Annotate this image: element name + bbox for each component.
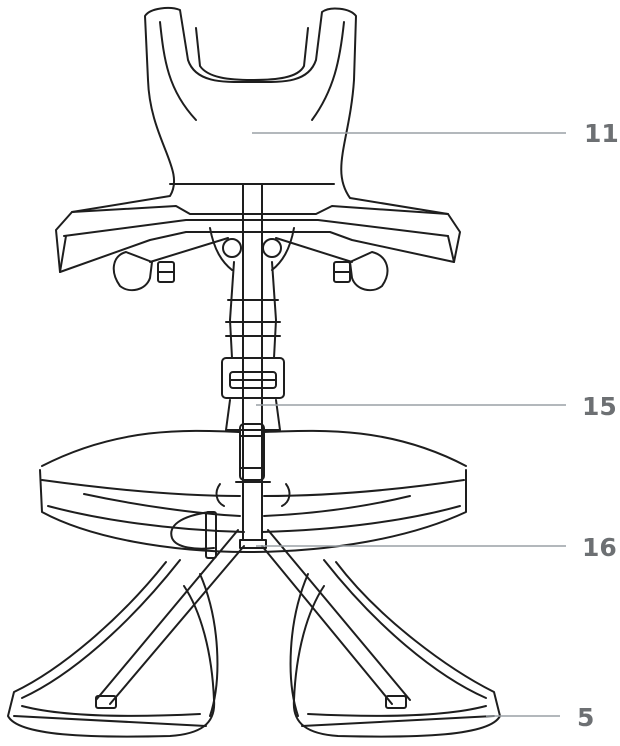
leg-loop-left (7, 559, 219, 738)
leg-loop-right (289, 559, 501, 738)
waist-belt (39, 429, 467, 559)
harness-drawing (7, 7, 501, 738)
central-attachment-point (95, 529, 411, 705)
center-strap (242, 183, 263, 541)
chest-harness (55, 7, 461, 292)
callout-label-11: 11 (584, 119, 619, 148)
callout-label-16: 16 (582, 533, 617, 562)
leader-lines (252, 132, 566, 717)
callout-label-5: 5 (577, 703, 595, 732)
callout-label-15: 15 (582, 392, 617, 421)
connection-buckle (221, 261, 285, 481)
